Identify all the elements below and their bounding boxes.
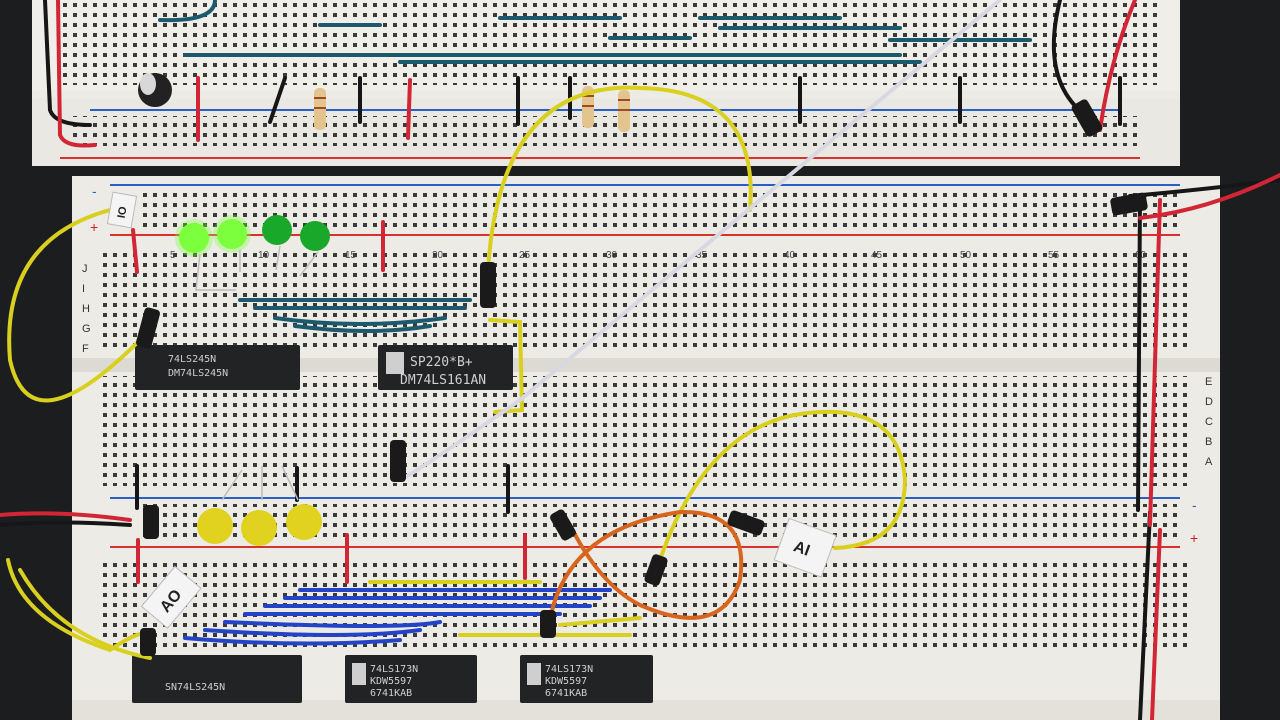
chip-74ls173-b: 74LS173N KDW5597 6741KAB <box>520 655 653 703</box>
led-yellow <box>241 510 277 546</box>
row-letter-right-2: C <box>1205 416 1213 428</box>
short-red-jumpers <box>131 76 527 584</box>
led-green-lit <box>179 223 209 253</box>
row-letter-right-0: A <box>1205 456 1213 468</box>
chip-74ls245-mid: 74LS245N DM74LS245N <box>135 345 300 390</box>
column-number-8: 45 <box>871 250 883 261</box>
led-green <box>300 221 330 251</box>
yellow-leds <box>197 465 322 546</box>
column-number-10: 55 <box>1048 250 1060 261</box>
chip-label-line: 6741KAB <box>545 688 587 699</box>
chip-label-line: 74LS173N <box>370 664 418 675</box>
led-yellow <box>286 504 322 540</box>
breadboard-top <box>32 0 1180 166</box>
column-number-0: 5 <box>170 250 176 261</box>
white-wire <box>398 0 1002 482</box>
column-number-4: 25 <box>519 250 531 261</box>
row-letter-left-3: G <box>82 323 91 335</box>
tag-ai: AI <box>773 517 837 578</box>
teal-wires-top <box>158 0 1032 64</box>
row-letter-right-3: D <box>1205 396 1213 408</box>
column-number-5: 30 <box>606 250 618 261</box>
chip-label-line: KDW5597 <box>370 676 412 687</box>
column-number-6: 35 <box>696 250 708 261</box>
chip-label-line: 6741KAB <box>370 688 412 699</box>
row-letter-right-4: E <box>1205 376 1212 388</box>
green-leds <box>175 215 330 291</box>
rail-sign-minus-mid: - <box>1192 497 1197 513</box>
row-letter-left-4: F <box>82 343 89 355</box>
short-black-jumpers <box>135 76 1122 514</box>
yellow-wires <box>6 85 908 660</box>
column-number-1: 10 <box>258 250 270 261</box>
rail-sign-minus: - <box>92 183 97 199</box>
row-letter-left-2: H <box>82 303 90 315</box>
chip-label-line: DM74LS245N <box>168 368 228 379</box>
tag-ao: AO <box>140 565 202 629</box>
led-green-lit <box>217 219 247 249</box>
rail-sign-plus-mid: + <box>1190 530 1198 546</box>
chip-label-line: DM74LS161AN <box>400 373 486 388</box>
column-number-3: 20 <box>432 250 444 261</box>
column-number-7: 40 <box>784 250 796 261</box>
wire-plug-heads <box>135 99 1148 656</box>
row-letter-left-0: J <box>82 263 88 275</box>
led-green <box>262 215 292 245</box>
tag-top-text: IO <box>116 205 130 219</box>
row-letter-right-1: B <box>1205 436 1212 448</box>
row-letters: A B C D E J I H G F <box>82 263 1213 468</box>
black-wire-left <box>0 520 132 527</box>
chip-74ls245-bottom: SN74LS245N <box>132 655 302 703</box>
chip-label-line: 74LS245N <box>168 354 216 365</box>
column-number-2: 15 <box>345 250 357 261</box>
orange-wires <box>546 509 744 634</box>
column-number-9: 50 <box>960 250 972 261</box>
teal-wires-main <box>238 298 472 333</box>
row-letter-left-1: I <box>82 283 85 295</box>
chip-74ls173-a: 74LS173N KDW5597 6741KAB <box>345 655 477 703</box>
tag-top: IO <box>106 191 138 229</box>
components-top <box>138 73 630 132</box>
led-yellow <box>197 508 233 544</box>
chip-label-line: KDW5597 <box>545 676 587 687</box>
rail-signs: - + - + <box>90 183 1198 546</box>
tag-ai-text: AI <box>791 538 812 559</box>
chip-label-line: 74LS173N <box>545 664 593 675</box>
chip-label-line: SN74LS245N <box>165 682 225 693</box>
chip-74ls161: SP220*B+ DM74LS161AN <box>378 345 513 390</box>
chip-label-line: SP220*B+ <box>410 355 473 370</box>
rail-sign-plus: + <box>90 219 98 235</box>
breadboard-main <box>72 176 1220 720</box>
